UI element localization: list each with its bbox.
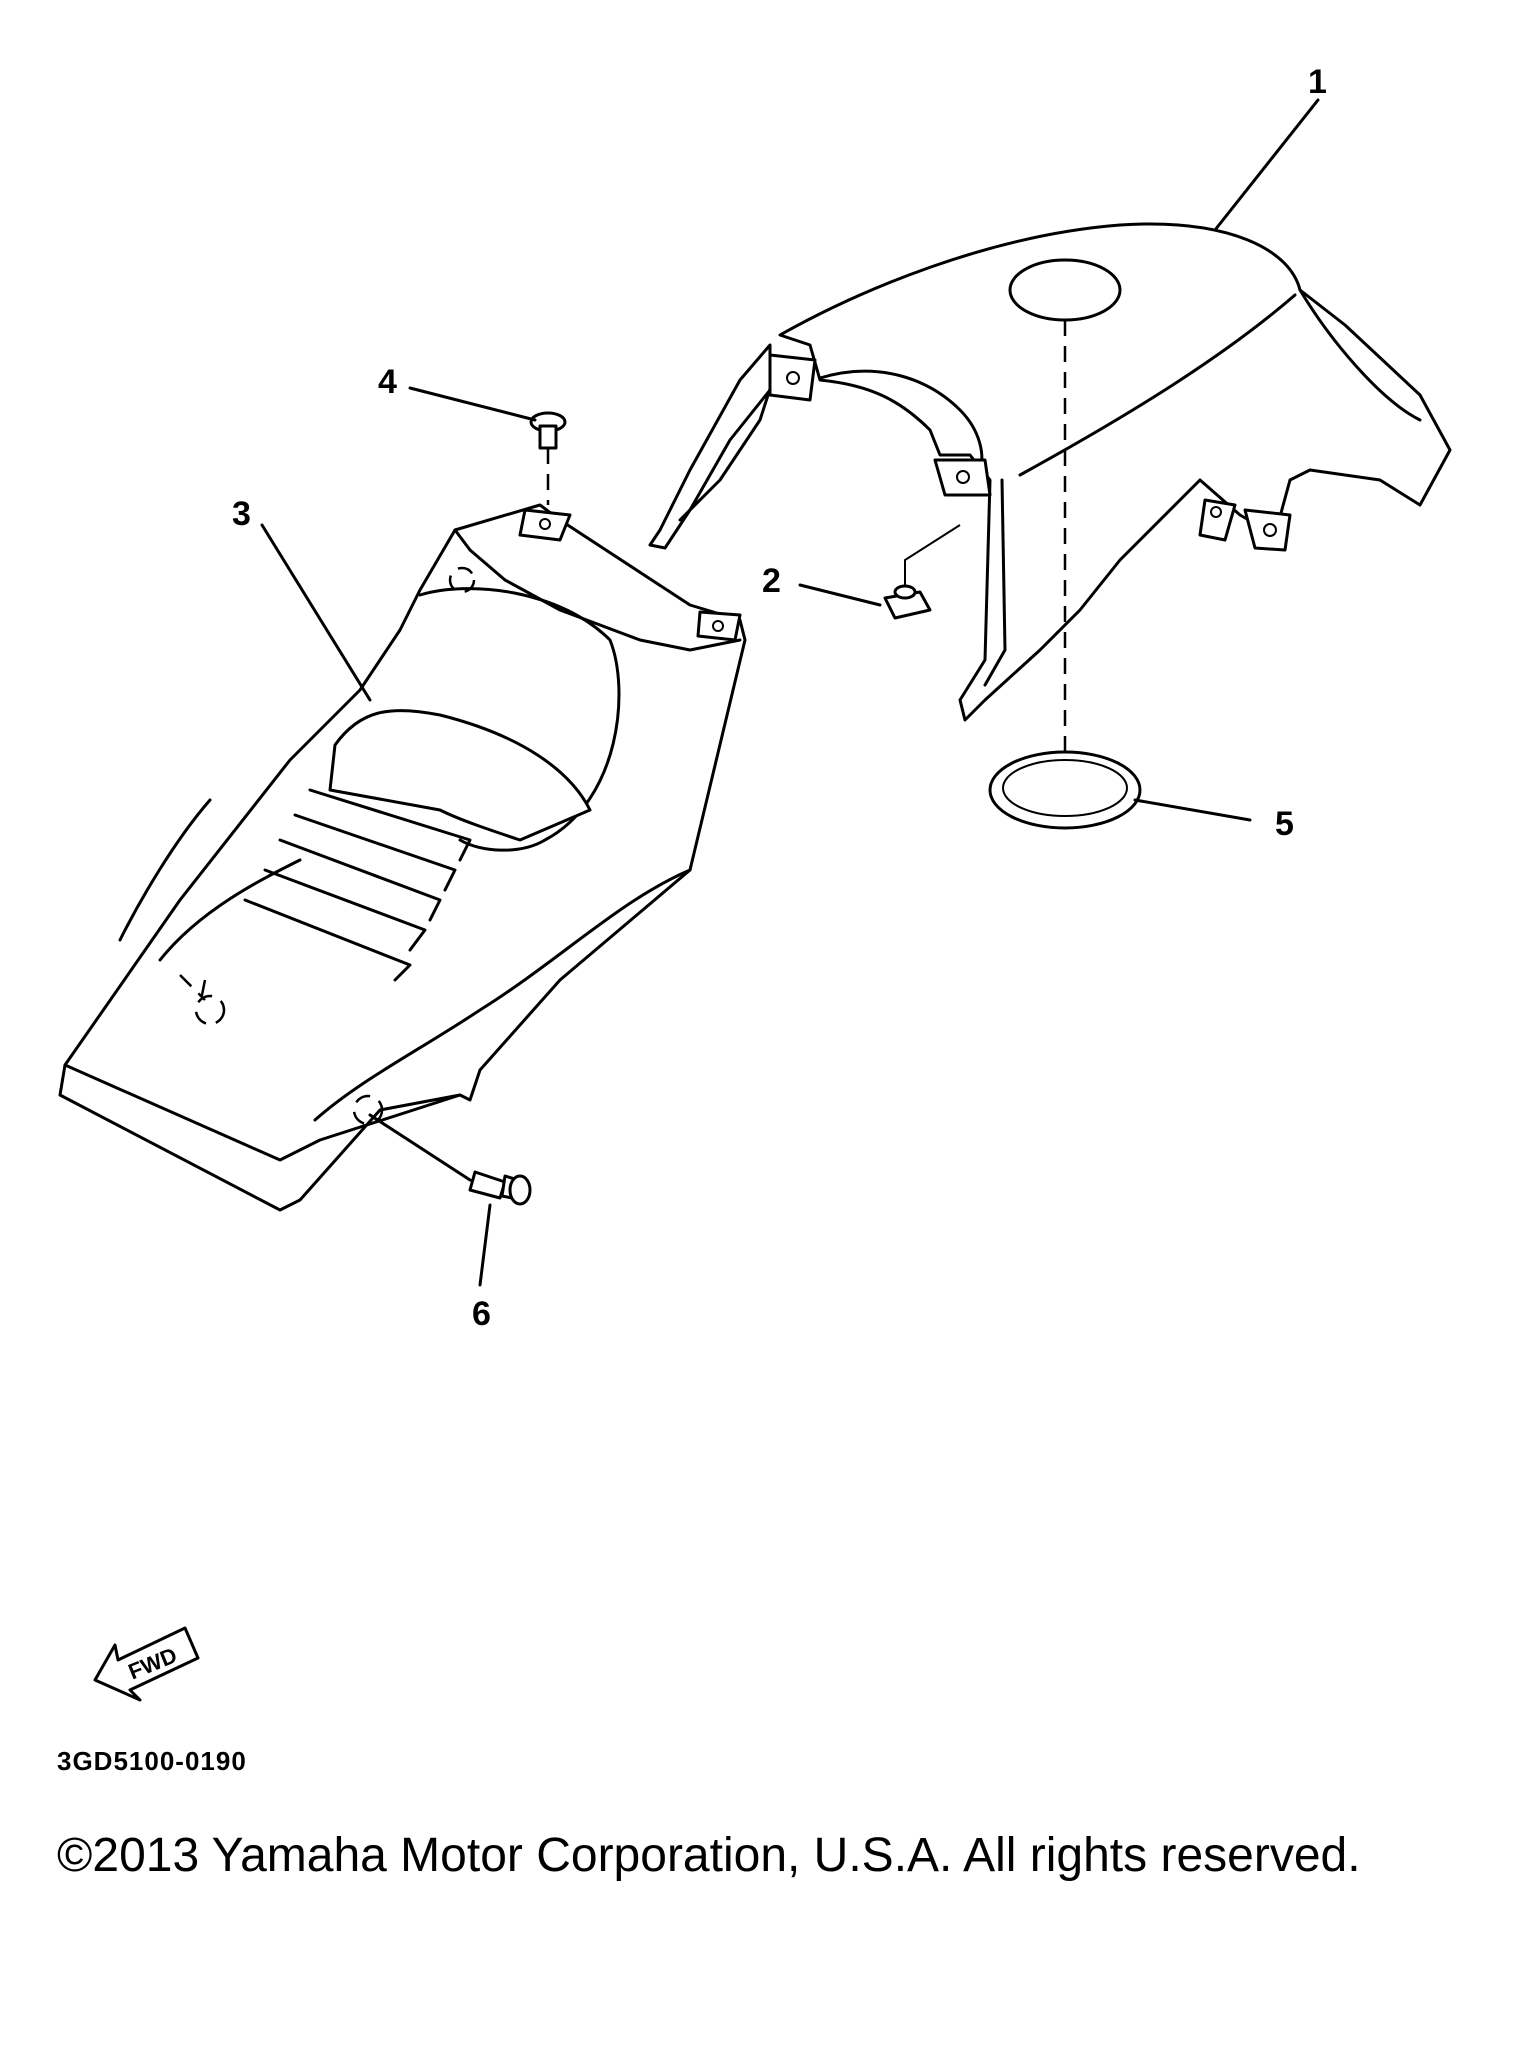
- leader-lines: [260, 98, 1320, 1287]
- callout-5: 5: [1275, 805, 1294, 843]
- diagram-code: 3GD5100-0190: [57, 1746, 247, 1776]
- callout-6: 6: [472, 1295, 491, 1333]
- part-2-grommet: [883, 524, 961, 620]
- part-3-front-fender: [58, 503, 747, 1212]
- callout-2: 2: [762, 562, 781, 600]
- part-4-screw: [529, 411, 567, 505]
- callout-1: 1: [1308, 63, 1327, 101]
- callout-3: 3: [232, 495, 251, 533]
- callout-4: 4: [378, 363, 397, 401]
- part-6-bolt: [368, 1113, 532, 1206]
- fwd-arrow-icon: FWD: [93, 1626, 200, 1702]
- copyright-notice: ©2013 Yamaha Motor Corporation, U.S.A. A…: [57, 1829, 1361, 1882]
- part-5-ring-seal: [988, 750, 1142, 830]
- part-1-fender-cover: [648, 222, 1452, 722]
